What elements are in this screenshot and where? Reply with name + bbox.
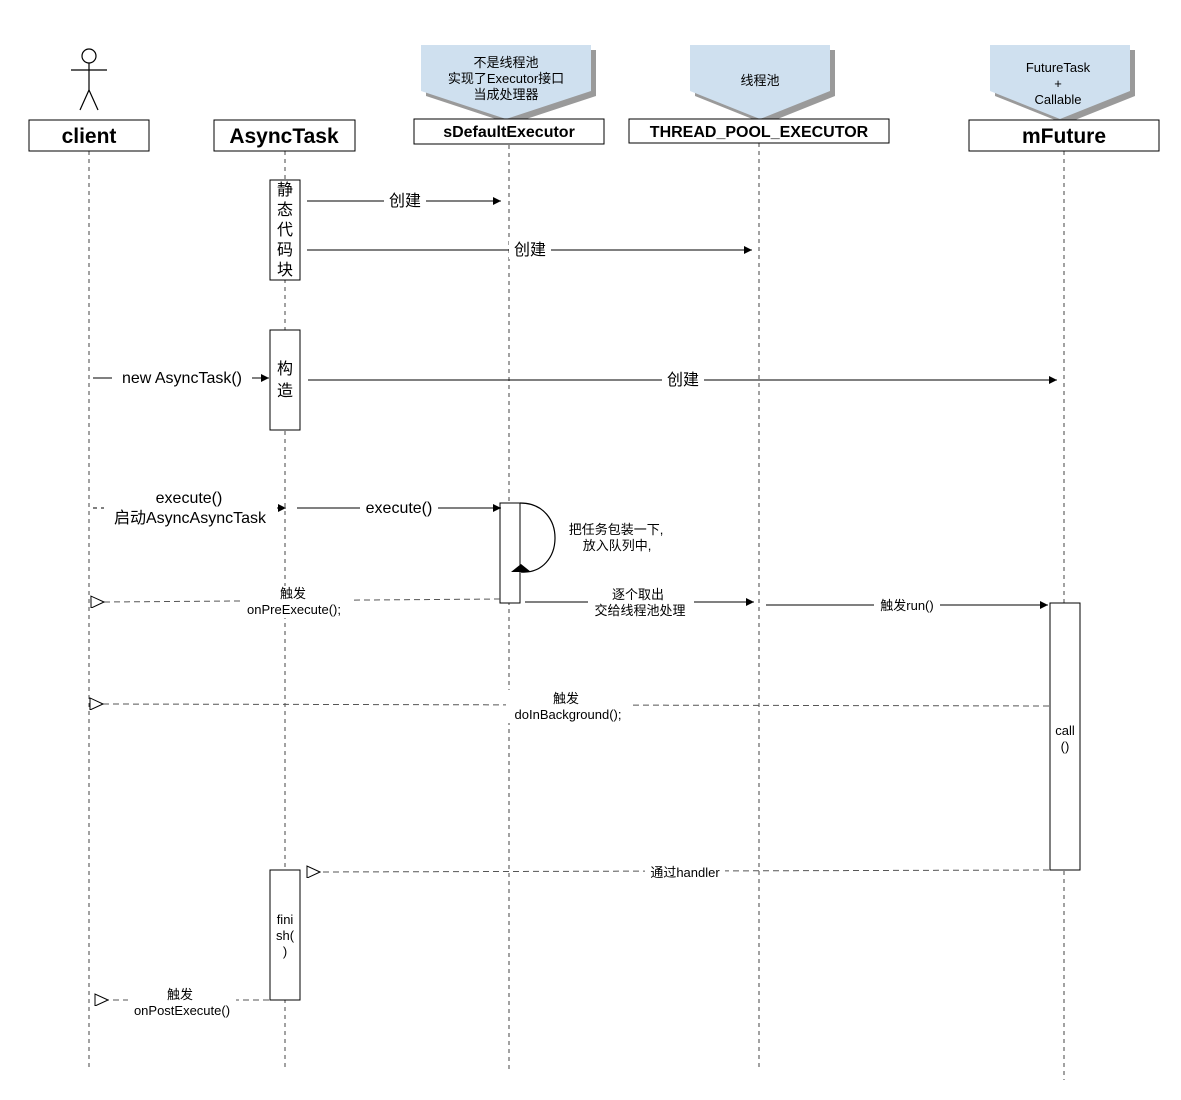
participant-threadpool: THREAD_POOL_EXECUTOR — [628, 118, 890, 144]
note-threadpool: 线程池 — [690, 45, 835, 124]
message-execute-internal: execute() — [297, 497, 501, 517]
participant-sdefault: sDefaultExecutor — [413, 118, 605, 145]
static-block-char: 静 — [277, 181, 293, 199]
note-mfuture-line3: Callable — [1035, 92, 1082, 107]
message-label: doInBackground(); — [515, 707, 622, 722]
participant-asynctask: AsyncTask — [213, 119, 356, 152]
message-trigger-run: 触发run() — [766, 596, 1048, 614]
message-new-asynctask: new AsyncTask() — [93, 366, 269, 388]
message-label: 启动AsyncAsyncTask — [114, 509, 267, 527]
message-create-sdefault: 创建 — [307, 190, 501, 210]
static-block-char: 码 — [277, 241, 293, 259]
note-sdefault: 不是线程池 实现了Executor接口 当成处理器 — [421, 45, 596, 124]
message-via-handler: 通过handler — [320, 864, 1050, 881]
message-self-wrap: 把任务包装一下, 放入队列中, — [511, 502, 664, 573]
note-threadpool-line1: 线程池 — [740, 73, 779, 88]
message-onpostexecute: 触发 onPostExecute() — [108, 986, 269, 1019]
message-onpreexecute: 触发 onPreExecute(); — [104, 586, 501, 618]
message-label: 创建 — [514, 241, 546, 259]
message-label: 交给线程池处理 — [594, 603, 685, 618]
participant-mfuture-label: mFuture — [1022, 125, 1106, 148]
participant-sdefault-label: sDefaultExecutor — [443, 124, 575, 141]
note-sdefault-line3: 当成处理器 — [473, 87, 538, 102]
activation-finish: fini sh( ) — [269, 869, 301, 1001]
activation-call: call () — [1049, 602, 1081, 871]
message-label: 触发run() — [880, 598, 933, 613]
message-doinbackground: 触发 doInBackground(); — [103, 690, 1050, 723]
note-sdefault-line2: 实现了Executor接口 — [448, 71, 564, 86]
participant-client: client — [28, 119, 150, 152]
message-label: 创建 — [667, 371, 699, 389]
message-label: new AsyncTask() — [122, 370, 242, 387]
message-label: 把任务包装一下, — [569, 522, 664, 537]
note-sdefault-line1: 不是线程池 — [473, 55, 538, 70]
participant-mfuture: mFuture — [968, 119, 1160, 152]
static-block-char: 态 — [277, 201, 293, 219]
participant-threadpool-label: THREAD_POOL_EXECUTOR — [650, 124, 869, 141]
finish-label: sh( — [276, 928, 295, 943]
message-label: 通过handler — [650, 865, 720, 880]
message-label: onPreExecute(); — [247, 602, 341, 617]
static-block-char: 代 — [277, 221, 293, 239]
actor-figure-icon — [71, 48, 107, 111]
message-label: 创建 — [389, 192, 421, 210]
call-label: call — [1055, 723, 1075, 738]
finish-label: fini — [277, 912, 294, 927]
activation-static-block: 静 态 代 码 块 — [269, 179, 301, 281]
message-execute-client: execute() 启动AsyncAsyncTask — [93, 487, 286, 527]
participant-client-label: client — [62, 125, 117, 148]
participant-asynctask-label: AsyncTask — [229, 125, 339, 148]
note-mfuture: FutureTask + Callable — [990, 45, 1135, 124]
static-block-char: 块 — [277, 261, 293, 279]
message-label: 触发 — [167, 987, 193, 1002]
message-label: execute() — [366, 500, 433, 517]
message-label: 触发 — [553, 691, 579, 706]
message-to-threadpool: 逐个取出 交给线程池处理 — [525, 587, 754, 620]
finish-label: ) — [283, 944, 287, 959]
message-label: 放入队列中, — [583, 538, 652, 553]
constructor-char: 构 — [277, 360, 293, 378]
note-mfuture-line2: + — [1054, 76, 1062, 91]
message-label: onPostExecute() — [134, 1003, 230, 1018]
note-mfuture-line1: FutureTask — [1026, 60, 1091, 75]
message-create-mfuture: 创建 — [308, 369, 1057, 389]
activation-constructor: 构 造 — [269, 329, 301, 431]
message-label: 触发 — [280, 586, 306, 601]
activation-sdefault-execute — [499, 502, 521, 604]
message-label: execute() — [156, 490, 223, 507]
call-label: () — [1061, 739, 1070, 754]
constructor-char: 造 — [277, 382, 293, 400]
message-label: 逐个取出 — [612, 587, 664, 602]
message-create-threadpool: 创建 — [307, 239, 752, 259]
